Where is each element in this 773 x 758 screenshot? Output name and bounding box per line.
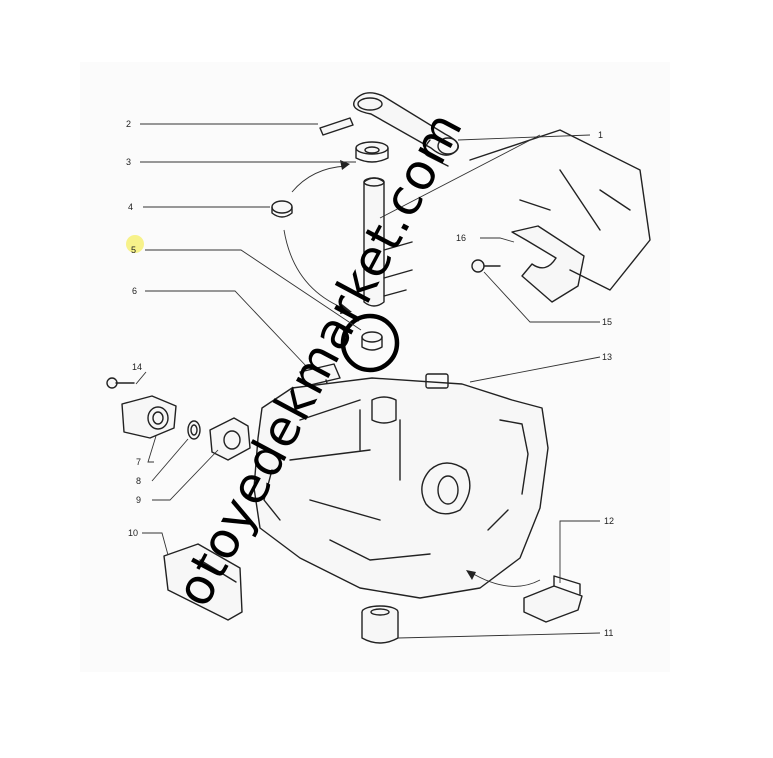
part-12-clip	[523, 575, 583, 623]
callout-4: 4	[128, 202, 133, 212]
callout-9: 9	[136, 495, 141, 505]
part-9-gasket	[209, 417, 251, 461]
part-4-seal	[271, 200, 293, 218]
selector-shaft	[363, 177, 413, 307]
part-10-cover	[163, 543, 243, 621]
callout-labels: 1 2 3 4 5 6 7 8 9 10 11 12 13 14 15 16	[126, 119, 614, 638]
part-5-bushing	[361, 331, 383, 351]
part-16-bolt	[471, 259, 501, 273]
assembly-arrow-lower	[283, 229, 349, 311]
callout-3: 3	[126, 157, 131, 167]
callout-12: 12	[604, 516, 614, 526]
part-14-bolt	[106, 377, 135, 389]
callout-10: 10	[128, 528, 138, 538]
callout-8: 8	[136, 476, 141, 486]
assembly-arrow-upper	[291, 165, 347, 193]
part-3-bushing	[355, 141, 389, 163]
part-7-housing	[121, 395, 177, 439]
callout-5-highlight	[126, 235, 144, 253]
part-2-pin	[319, 117, 354, 136]
callout-1: 1	[598, 130, 603, 140]
callout-5: 5	[131, 245, 136, 255]
part-8-ring	[187, 420, 201, 440]
part-15-fork	[511, 225, 585, 303]
leader-lines	[135, 123, 601, 639]
callout-15: 15	[602, 317, 612, 327]
callout-2: 2	[126, 119, 131, 129]
callout-13: 13	[602, 352, 612, 362]
callout-7: 7	[136, 457, 141, 467]
highlight-ring	[340, 313, 400, 373]
part-1-lever	[353, 92, 459, 167]
assembly-arrow-12	[469, 571, 541, 587]
callout-11: 11	[604, 628, 613, 638]
part-11-sleeve	[361, 605, 399, 644]
callout-14: 14	[132, 362, 142, 372]
callout-16: 16	[456, 233, 466, 243]
callout-6: 6	[132, 286, 137, 296]
part-13-gearbox-housing	[253, 373, 549, 599]
background-assembly	[469, 129, 651, 291]
